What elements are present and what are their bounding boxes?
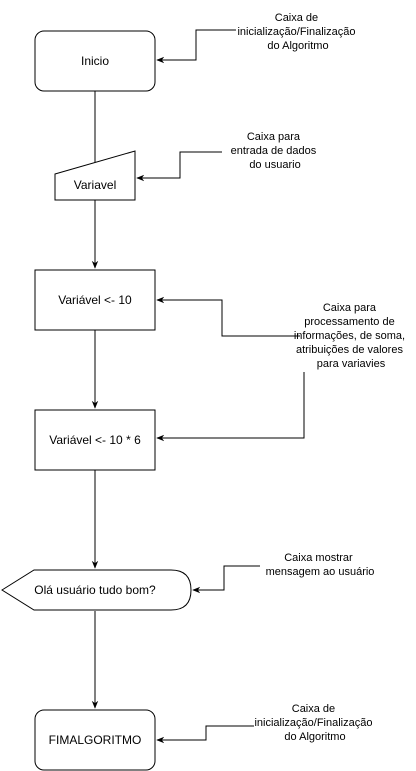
note-process-line-5: para variavies (317, 358, 386, 370)
process-1-label: Variável <- 10 (58, 293, 132, 307)
display-label: Olá usuário tudo bom? (34, 583, 156, 597)
note-input-line-1: Caixa para (247, 131, 301, 143)
note-process-line-4: atribuições de valores (296, 344, 404, 356)
note-process-line-2: processamento de (304, 316, 395, 328)
annotation-arrow-process1 (156, 296, 300, 337)
annotation-arrow-terminator-top (156, 29, 236, 64)
note-terminator-bottom-line-2: inicialização/Finalização (254, 717, 372, 729)
note-input-line-3: do usuario (249, 159, 300, 171)
note-terminator-bottom-line-1: Caixa de (292, 703, 335, 715)
note-terminator-bottom-line-3: do Algoritmo (284, 731, 345, 743)
note-display-line-1: Caixa mostrar (284, 552, 353, 564)
note-input: Caixa para entrada de dados do usuario (231, 131, 320, 171)
end-terminator (34, 709, 156, 771)
note-input-line-2: entrada de dados (231, 145, 317, 157)
manual-input-label: Variavel (74, 178, 116, 192)
annotation-arrow-input (136, 151, 222, 182)
note-process: Caixa para processamento de informações,… (294, 302, 408, 370)
note-display-line-2: mensagem ao usuário (266, 566, 375, 578)
note-terminator-top: Caixa de inicialização/Finalização do Al… (237, 12, 358, 52)
note-terminator-top-line-3: do Algoritmo (267, 40, 328, 52)
annotation-arrow-display (192, 565, 260, 594)
start-label: Inicio (81, 54, 109, 68)
note-terminator-bottom: Caixa de inicialização/Finalização do Al… (254, 703, 375, 743)
display-shape (1, 569, 192, 611)
end-label: FIMALGORITMO (49, 733, 142, 747)
annotation-arrow-terminator-bottom (156, 725, 254, 744)
annotation-arrow-process2 (156, 372, 305, 442)
process-box-2 (34, 409, 156, 471)
note-display: Caixa mostrar mensagem ao usuário (266, 552, 375, 578)
annotation-connectors (136, 29, 305, 744)
note-process-line-3: informações, de soma, (294, 330, 405, 342)
note-terminator-top-line-1: Caixa de (275, 12, 318, 24)
manual-input-shape (54, 150, 136, 201)
process-box-1 (34, 269, 156, 331)
process-2-label: Variável <- 10 * 6 (49, 433, 141, 447)
note-process-line-1: Caixa para (323, 302, 377, 314)
start-terminator (34, 30, 156, 92)
note-terminator-top-line-2: inicialização/Finalização (237, 26, 355, 38)
